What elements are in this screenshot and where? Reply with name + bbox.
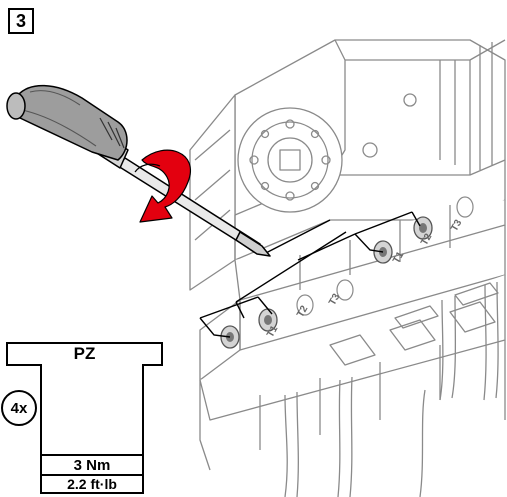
step-number-badge: 3 <box>8 8 34 34</box>
torque-spec-panel: PZ 3 Nm 2.2 ft·lb <box>6 342 163 494</box>
terminal-screw <box>220 325 240 349</box>
terminal-label: T1 <box>391 250 407 266</box>
terminal-label: T3 <box>327 292 343 308</box>
tool-symbol-cell <box>40 364 144 456</box>
rotation-arrow-icon <box>134 149 191 223</box>
switch-device <box>189 39 506 497</box>
quantity-badge: 4x <box>1 390 37 426</box>
terminal-label: T2 <box>295 304 311 320</box>
terminal-label: T3 <box>449 218 465 234</box>
terminal-label: T1 <box>265 324 281 340</box>
terminal-label: T2 <box>419 232 435 248</box>
torque-imperial-value: 2.2 ft·lb <box>40 474 144 494</box>
torque-metric-value: 3 Nm <box>40 454 144 476</box>
terminal-labels: T1 T2 T3 T1 T2 T3 <box>265 218 465 340</box>
screwdriver-icon <box>6 84 271 257</box>
bit-type-label: PZ <box>6 342 163 366</box>
callout-bracket <box>199 211 421 338</box>
